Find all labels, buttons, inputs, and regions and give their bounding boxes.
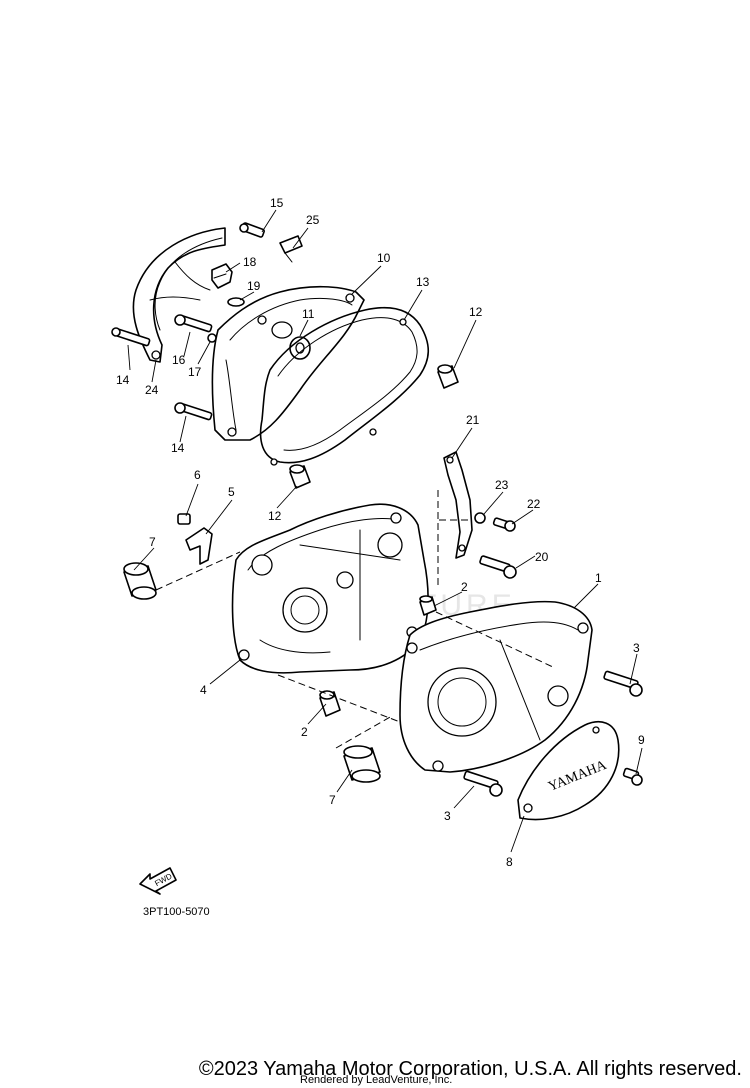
diagram-reference-code: 3PT100-5070 (143, 906, 210, 918)
callout-25: 25 (306, 213, 320, 227)
sensor-25-part (279, 235, 303, 263)
bracket-guide-line (437, 490, 468, 585)
callout-16: 16 (172, 353, 186, 367)
dowel-2-upper-part (419, 595, 437, 616)
callout-2-upper: 2 (461, 580, 468, 594)
leader-lines (127, 209, 643, 853)
bushing-7-lower-guide-line (335, 715, 393, 749)
bolt-3-upper-part (603, 670, 643, 697)
bolt-3-lower-part (463, 770, 503, 797)
callout-17: 17 (188, 365, 202, 379)
callout-3-upper: 3 (633, 641, 640, 655)
bushing-7-upper-part (123, 562, 157, 600)
bushing-7-guide-line (155, 551, 241, 591)
callout-18: 18 (243, 255, 257, 269)
bolt-14-lower-part (174, 402, 213, 421)
clip-6-part (177, 513, 191, 525)
callout-19: 19 (247, 279, 261, 293)
dowel-12-lower-part (289, 464, 311, 489)
screw-9-part (622, 767, 643, 786)
callout-15: 15 (270, 196, 284, 210)
callout-20: 20 (535, 550, 549, 564)
callout-12-lower: 12 (268, 509, 282, 523)
bolt-14-upper-part (111, 327, 151, 347)
washer-23-part (474, 512, 486, 524)
copyright-notice: ©2023 Yamaha Motor Corporation, U.S.A. A… (198, 1058, 742, 1080)
callout-3-lower: 3 (444, 809, 451, 823)
callout-6: 6 (194, 468, 201, 482)
callout-7-upper: 7 (149, 535, 156, 549)
callout-10: 10 (377, 251, 391, 265)
callout-9: 9 (638, 733, 645, 747)
dowel-12-upper-part (437, 364, 459, 389)
callout-24: 24 (145, 383, 159, 397)
crankcase-left-4-part (231, 503, 429, 674)
crankcase-right-1-part (399, 600, 593, 773)
callout-1: 1 (595, 571, 602, 585)
screw-15-part (239, 222, 265, 238)
callout-12-upper: 12 (469, 305, 483, 319)
callout-14-lower: 14 (171, 441, 185, 455)
callout-11: 11 (302, 307, 315, 321)
rendered-by-credit: Rendered by LeadVenture, Inc. (300, 1074, 453, 1086)
callout-labels: 15 25 18 10 19 13 12 11 14 16 17 24 14 2… (116, 196, 645, 869)
screw-22-part (492, 517, 516, 532)
gasket-13-part (259, 306, 430, 466)
bolt-16-part (174, 314, 213, 333)
callout-5: 5 (228, 485, 235, 499)
callout-23: 23 (495, 478, 509, 492)
plug-18-part (211, 263, 233, 289)
callout-8: 8 (506, 855, 513, 869)
callout-2-lower: 2 (301, 725, 308, 739)
crankcase-cover-8-part: YAMAHA (517, 721, 620, 821)
callout-21: 21 (466, 413, 480, 427)
fwd-arrow-icon: FWD (139, 867, 177, 895)
callout-4: 4 (200, 683, 207, 697)
bracket-21-part (443, 451, 473, 559)
callout-22: 22 (527, 497, 541, 511)
cover-plate-part (132, 227, 226, 363)
bushing-7-lower-part (343, 745, 381, 783)
callout-7-lower: 7 (329, 793, 336, 807)
callout-13: 13 (416, 275, 430, 289)
callout-14-upper: 14 (116, 373, 130, 387)
bolt-20-part (479, 555, 517, 579)
stopper-5-part (185, 527, 213, 565)
